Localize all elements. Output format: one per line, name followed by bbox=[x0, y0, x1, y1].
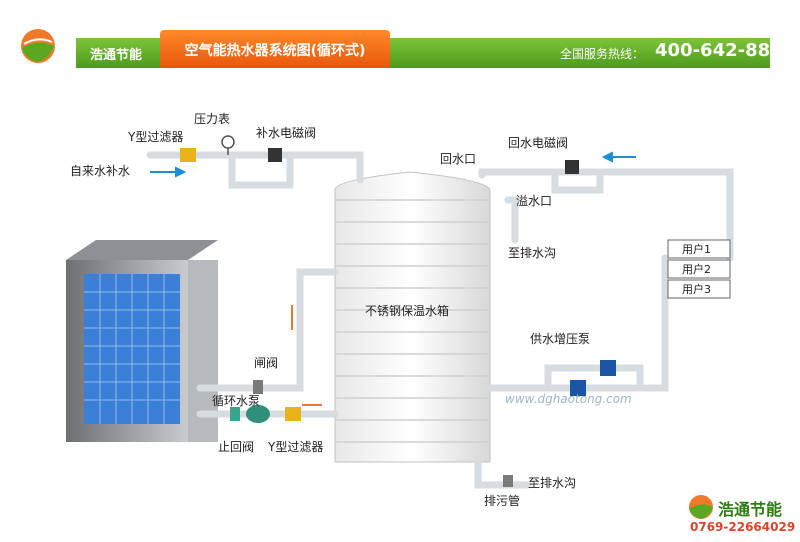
circulation-pump-icon bbox=[246, 405, 270, 423]
heat-pump-unit bbox=[66, 240, 218, 442]
label-tank: 不锈钢保温水箱 bbox=[365, 304, 450, 318]
supply-pump-icon-1 bbox=[570, 380, 586, 396]
label-check-valve: 止回阀 bbox=[218, 440, 255, 454]
y-filter-top-icon bbox=[180, 148, 196, 162]
label-circulation-pump: 循环水泵 bbox=[212, 394, 261, 408]
hotline-label: 全国服务热线： bbox=[560, 47, 645, 61]
pressure-gauge-icon bbox=[221, 135, 235, 149]
return-valve-icon bbox=[565, 160, 579, 174]
gate-valve-icon bbox=[253, 380, 263, 394]
label-pressure-gauge: 压力表 bbox=[194, 112, 231, 126]
components bbox=[180, 135, 616, 487]
label-y-filter-top: Y型过滤器 bbox=[128, 130, 184, 144]
label-overflow-port: 溢水口 bbox=[516, 194, 553, 208]
refill-valve-icon bbox=[268, 148, 282, 162]
title-tab: 空气能热水器系统图(循环式) bbox=[160, 30, 390, 68]
drain-valve-icon bbox=[503, 475, 513, 487]
label-user1: 用户1 bbox=[682, 243, 711, 256]
y-filter-bottom-icon bbox=[285, 407, 301, 421]
label-return-port: 回水口 bbox=[440, 152, 477, 166]
footer-brand: 浩通节能 bbox=[718, 500, 783, 519]
label-to-drain-bottom: 至排水沟 bbox=[528, 476, 577, 490]
user-boxes bbox=[667, 239, 731, 299]
label-y-filter-bottom: Y型过滤器 bbox=[268, 440, 324, 454]
label-tap-water-refill: 自来水补水 bbox=[70, 164, 131, 178]
footer-phone: 0769-22664029 bbox=[690, 520, 796, 534]
label-to-drain-top: 至排水沟 bbox=[508, 246, 557, 260]
label-sewage-pipe: 排污管 bbox=[484, 494, 521, 508]
storage-tank bbox=[334, 171, 491, 463]
header-brand: 浩通节能 bbox=[90, 48, 143, 63]
brand-logo-icon bbox=[20, 28, 56, 64]
label-user3: 用户3 bbox=[682, 283, 711, 296]
watermark: www.dghaotong.com bbox=[505, 392, 632, 406]
page-title: 空气能热水器系统图(循环式) bbox=[184, 43, 366, 59]
header: 浩通节能 空气能热水器系统图(循环式) 全国服务热线： 400-642-8850 bbox=[0, 0, 800, 100]
supply-pump-icon-2 bbox=[600, 360, 616, 376]
footer-logo-icon bbox=[689, 495, 713, 519]
label-gate-valve: 闸阀 bbox=[254, 356, 279, 370]
label-refill-valve: 补水电磁阀 bbox=[256, 126, 317, 140]
hotline-number: 400-642-8850 bbox=[655, 40, 796, 61]
check-valve-icon bbox=[230, 407, 240, 421]
label-return-valve: 回水电磁阀 bbox=[508, 136, 569, 150]
label-user2: 用户2 bbox=[682, 263, 711, 276]
label-supply-pump: 供水增压泵 bbox=[530, 332, 591, 346]
flow-arrows bbox=[150, 151, 636, 178]
